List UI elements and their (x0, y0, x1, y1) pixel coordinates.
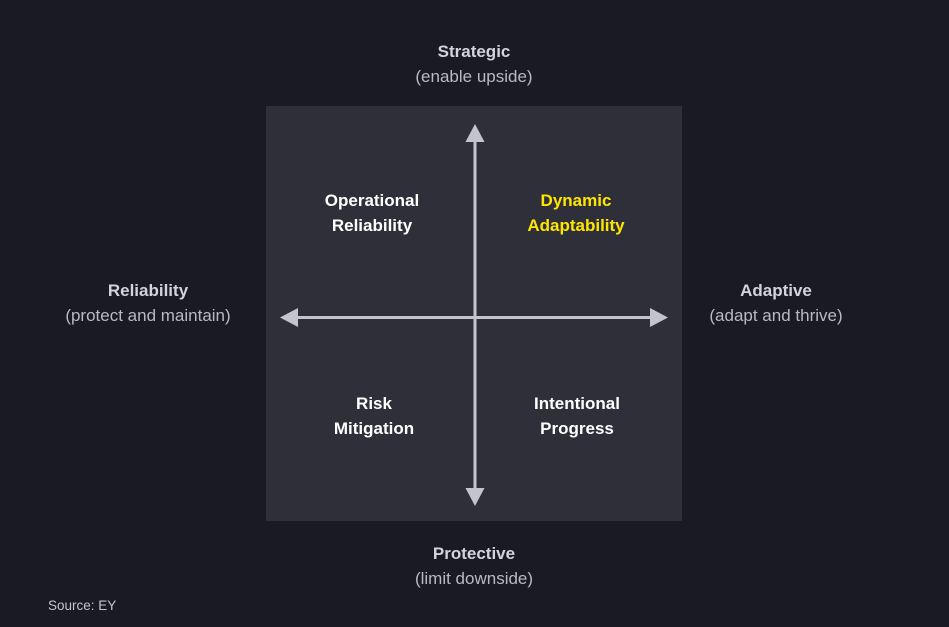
axis-title-reliability: Reliability (107, 281, 189, 300)
quadrant-label-operational-reliability: Operational Reliability (325, 188, 419, 238)
quadrant-label-line: Adaptability (527, 216, 625, 235)
quadrant-label-risk-mitigation: Risk Mitigation (334, 391, 414, 441)
quadrant-label-dynamic-adaptability: Dynamic Adaptability (527, 188, 624, 238)
axis-subtitle-adaptive: (adapt and thrive) (709, 306, 843, 325)
quadrant-label-line: Mitigation (333, 419, 415, 438)
axis-title-adaptive: Adaptive (740, 281, 812, 300)
axis-subtitle-protective: (limit downside) (414, 569, 534, 588)
quadrant-label-line: Progress (540, 419, 614, 438)
source-attribution: Source: EY (48, 598, 117, 613)
axis-title-protective: Protective (432, 544, 516, 563)
quadrant-label-line: Risk (356, 394, 392, 413)
axis-subtitle-strategic: (enable upside) (415, 67, 533, 86)
quadrant-label-line: Intentional (534, 394, 620, 413)
axis-title-strategic: Strategic (437, 42, 511, 61)
axis-label-left: Reliability (protect and maintain) (65, 278, 230, 328)
axis-label-top: Strategic (enable upside) (415, 39, 532, 89)
quadrant-label-line: Dynamic (540, 191, 612, 210)
quadrant-label-line: Reliability (331, 216, 413, 235)
quadrant-panel (266, 106, 682, 521)
axis-label-right: Adaptive (adapt and thrive) (709, 278, 842, 328)
axis-label-bottom: Protective (limit downside) (415, 541, 533, 591)
quadrant-label-intentional-progress: Intentional Progress (534, 391, 620, 441)
quadrant-label-line: Operational (324, 191, 420, 210)
axis-subtitle-reliability: (protect and maintain) (65, 306, 231, 325)
